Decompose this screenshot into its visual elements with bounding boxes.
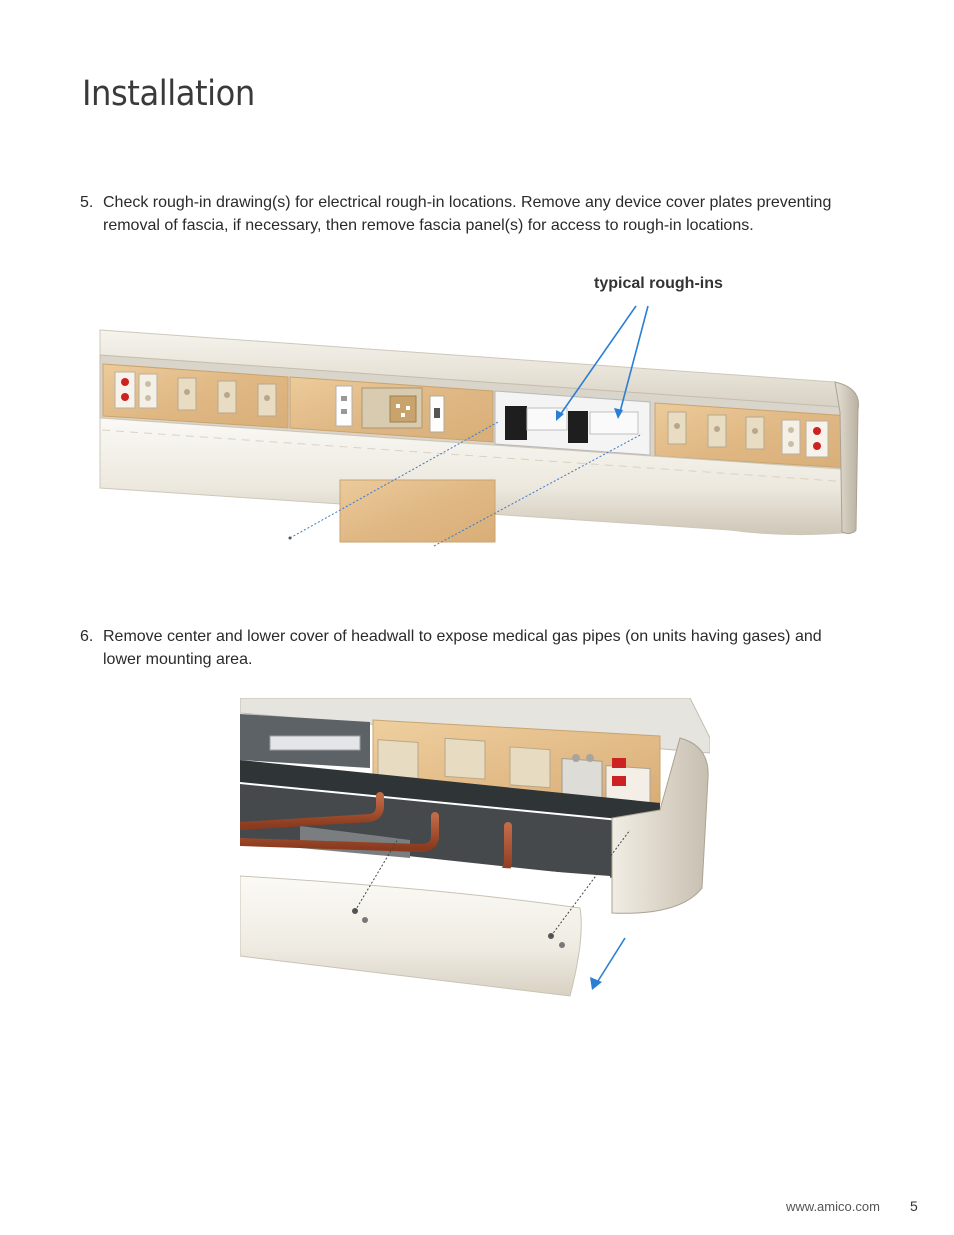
outlet-icon	[377, 739, 419, 779]
instruction-step-5: 5. Check rough-in drawing(s) for electri…	[80, 191, 860, 237]
headwall-figure	[99, 305, 860, 547]
toggle-switch-icon	[429, 395, 445, 433]
page-number: 5	[910, 1198, 918, 1214]
outlet-icon	[257, 383, 277, 417]
headwall-pipes-figure	[240, 698, 710, 997]
page-title: Installation	[82, 74, 255, 114]
blue-arrow-icon	[590, 937, 626, 990]
step-text: Check rough-in drawing(s) for electrical…	[103, 194, 832, 234]
blue-arrow-icon	[556, 305, 649, 421]
outlet-icon	[444, 737, 486, 780]
outlet-icon	[781, 419, 801, 455]
outlet-icon	[707, 414, 727, 448]
step-number: 6.	[80, 628, 94, 645]
fascia-panel	[339, 479, 496, 543]
red-outlet-icon	[114, 371, 136, 409]
data-jack-icon	[335, 385, 353, 427]
outlet-icon	[561, 754, 603, 802]
step-number: 5.	[80, 194, 94, 211]
footer-url: www.amico.com	[786, 1199, 880, 1214]
red-outlet-icon	[805, 420, 829, 458]
callout-label: typical rough-ins	[594, 275, 723, 292]
step-text: Remove center and lower cover of headwal…	[103, 628, 822, 668]
outlet-icon	[745, 416, 765, 450]
outlet-icon	[217, 380, 237, 414]
outlet-icon	[177, 377, 197, 411]
outlet-icon	[667, 411, 687, 445]
speaker-grille-icon	[361, 387, 423, 429]
instruction-step-6: 6. Remove center and lower cover of head…	[80, 625, 860, 671]
red-outlet-icon	[605, 758, 651, 810]
outlet-icon	[138, 373, 158, 409]
outlet-icon	[509, 746, 551, 789]
lower-cover	[240, 875, 582, 997]
